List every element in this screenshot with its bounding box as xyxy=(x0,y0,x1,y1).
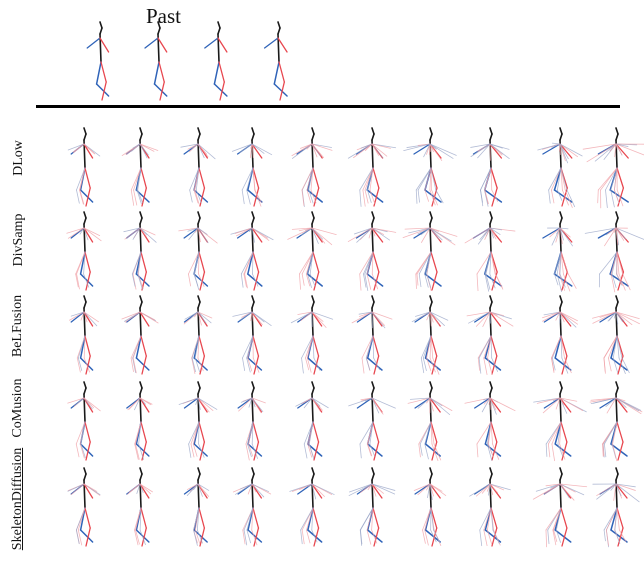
belfusion-pose-1 xyxy=(69,296,98,374)
belfusion-pose-2 xyxy=(122,296,158,374)
belfusion-pose-5 xyxy=(291,296,332,374)
dlow-pose-7 xyxy=(404,128,457,206)
divsamp-pose-4 xyxy=(231,212,273,290)
skeletondiffusion-pose-8 xyxy=(470,468,511,546)
comusion-pose-2 xyxy=(127,382,152,460)
belfusion-pose-6 xyxy=(352,296,392,374)
past-pose-1 xyxy=(87,22,108,100)
dlow-pose-3 xyxy=(181,128,215,206)
belfusion-pose-4 xyxy=(233,296,271,374)
belfusion-pose-3 xyxy=(184,296,212,374)
skeletondiffusion-pose-4 xyxy=(233,468,270,546)
belfusion-pose-7 xyxy=(412,296,448,374)
comusion-pose-10 xyxy=(590,382,642,461)
dlow-pose-10 xyxy=(583,128,644,208)
dlow-pose-6 xyxy=(348,128,395,207)
skeletondiffusion-pose-6 xyxy=(349,468,395,546)
skeletondiffusion-pose-2 xyxy=(127,468,153,546)
divsamp-pose-9 xyxy=(543,212,576,292)
past-pose-2 xyxy=(145,22,167,100)
dlow-pose-8 xyxy=(471,128,510,206)
dlow-pose-1 xyxy=(68,128,100,206)
dlow-pose-2 xyxy=(122,128,158,206)
divsamp-pose-5 xyxy=(288,212,337,290)
divsamp-pose-3 xyxy=(179,212,218,290)
divsamp-pose-8 xyxy=(465,212,515,291)
skeletondiffusion-pose-5 xyxy=(290,468,334,546)
divsamp-pose-6 xyxy=(348,212,396,291)
dlow-pose-9 xyxy=(538,128,582,207)
skeletondiffusion-pose-7 xyxy=(414,468,446,546)
divsamp-pose-10 xyxy=(585,212,644,292)
past-pose-3 xyxy=(205,22,227,100)
comusion-pose-8 xyxy=(465,382,515,460)
skeletondiffusion-pose-9 xyxy=(533,468,586,547)
divsamp-pose-1 xyxy=(67,212,101,290)
comusion-pose-7 xyxy=(408,382,452,461)
skeletondiffusion-pose-1 xyxy=(68,468,100,546)
belfusion-pose-10 xyxy=(592,296,639,374)
divsamp-pose-2 xyxy=(124,212,156,290)
comusion-pose-4 xyxy=(238,382,265,460)
comusion-pose-9 xyxy=(534,382,587,461)
comusion-pose-1 xyxy=(68,382,101,460)
comusion-pose-3 xyxy=(179,382,217,460)
comusion-pose-6 xyxy=(349,382,396,460)
belfusion-pose-9 xyxy=(542,296,577,374)
past-pose-4 xyxy=(265,22,287,100)
comusion-pose-5 xyxy=(296,382,329,460)
dlow-pose-4 xyxy=(232,128,271,206)
divsamp-pose-7 xyxy=(403,212,457,291)
skeletondiffusion-pose-10 xyxy=(593,468,639,547)
dlow-pose-5 xyxy=(292,128,332,207)
skeletondiffusion-pose-3 xyxy=(184,468,208,546)
belfusion-pose-8 xyxy=(467,296,513,375)
